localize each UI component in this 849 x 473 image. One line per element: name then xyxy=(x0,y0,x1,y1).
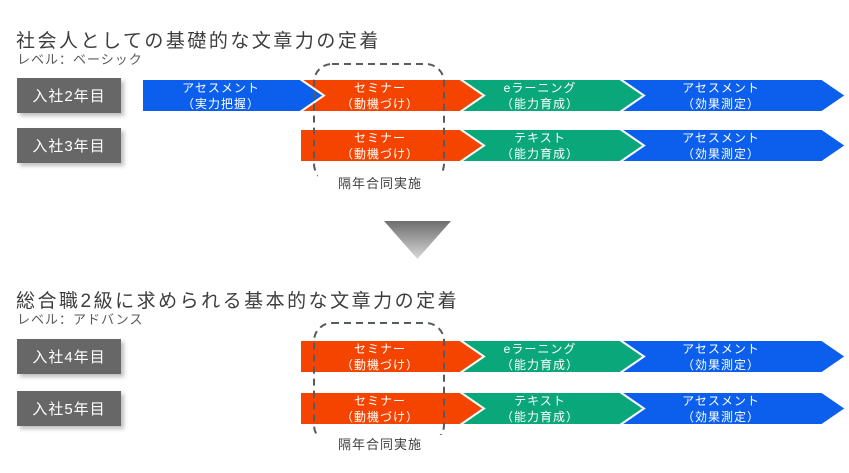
process-arrows xyxy=(299,391,848,426)
row-label-year2: 入社2年目 xyxy=(17,78,121,113)
section1-subtitle: レベル：ベーシック xyxy=(17,52,143,67)
chevron-blue xyxy=(141,78,326,113)
biennial-callout-bottom: 隔年合同実施 xyxy=(318,435,442,455)
section1-title: 社会人としての基礎的な文章力の定着 xyxy=(16,31,381,52)
section2-title: 総合職2級に求められる基本的な文章力の定着 xyxy=(16,291,460,312)
process-row-year4: 入社4年目 セミナー（動機づけ）eラーニング（能力育成）アセスメント（効果測定） xyxy=(0,339,849,374)
section2-subtitle: レベル：アドバンス xyxy=(17,312,144,327)
chevron-orange xyxy=(299,128,486,163)
row-label-year4: 入社4年目 xyxy=(17,339,121,374)
process-arrows xyxy=(299,128,848,163)
chevron-orange xyxy=(299,78,486,113)
process-row-year5: 入社5年目 セミナー（動機づけ）テキスト（能力育成）アセスメント（効果測定） xyxy=(0,391,849,426)
down-arrow-triangle xyxy=(384,221,451,259)
chevron-green xyxy=(459,128,646,163)
process-arrows xyxy=(141,78,848,113)
process-row-year2: 入社2年目 アセスメント（実力把握）セミナー（動機づけ）eラーニング（能力育成）… xyxy=(0,78,849,113)
process-row-year3: 入社3年目 セミナー（動機づけ）テキスト（能力育成）アセスメント（効果測定） xyxy=(0,128,849,163)
chevron-blue xyxy=(619,128,848,163)
row-label-year5: 入社5年目 xyxy=(17,391,121,426)
chevron-blue xyxy=(619,391,848,426)
chevron-green xyxy=(459,78,646,113)
chevron-orange xyxy=(299,339,486,374)
process-arrows xyxy=(299,339,848,374)
chevron-green xyxy=(459,339,646,374)
chevron-green xyxy=(459,391,646,426)
chevron-blue xyxy=(619,339,848,374)
biennial-callout-top: 隔年合同実施 xyxy=(318,174,442,194)
chevron-orange xyxy=(299,391,486,426)
chevron-blue xyxy=(619,78,848,113)
row-label-year3: 入社3年目 xyxy=(17,128,121,163)
